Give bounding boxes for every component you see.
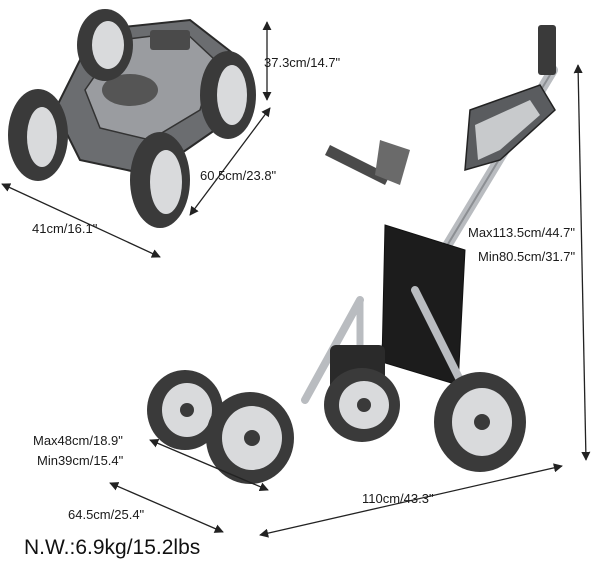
- open-wheel-front-right: [206, 392, 294, 484]
- open-wheel-front-left: [147, 370, 223, 450]
- folded-depth-label: 60.5cm/23.8": [200, 168, 277, 183]
- open-front-width-arrow: [109, 482, 224, 533]
- open-length-label: 110cm/43.3": [362, 491, 434, 506]
- folded-width-label: 41cm/16.1": [32, 221, 98, 236]
- folded-cart: [8, 9, 256, 228]
- open-width-min-label: Min39cm/15.4": [37, 453, 124, 468]
- folded-wheel-bottom-left: [8, 89, 68, 181]
- folded-height-label: 37.3cm/14.7": [264, 55, 341, 70]
- folded-wheel-top-right: [200, 51, 256, 139]
- open-wheel-rear-right: [434, 372, 526, 472]
- open-height-max-label: Max113.5cm/44.7": [468, 225, 575, 240]
- open-front-width-label: 64.5cm/25.4": [68, 507, 145, 522]
- open-wheel-rear-left: [324, 368, 400, 442]
- folded-wheel-top-left: [77, 9, 133, 81]
- open-height-min-label: Min80.5cm/31.7": [478, 249, 576, 264]
- net-weight-label: N.W.:6.9kg/15.2lbs: [24, 536, 201, 559]
- open-width-max-label: Max48cm/18.9": [33, 433, 123, 448]
- open-height-arrow: [573, 64, 591, 461]
- open-width-arrow: [149, 439, 269, 491]
- folded-width-arrow: [1, 183, 161, 258]
- open-cart: [147, 25, 558, 484]
- open-length-arrow: [259, 463, 563, 538]
- folded-wheel-bottom-right: [130, 132, 190, 228]
- folded-depth-arrow: [189, 107, 271, 216]
